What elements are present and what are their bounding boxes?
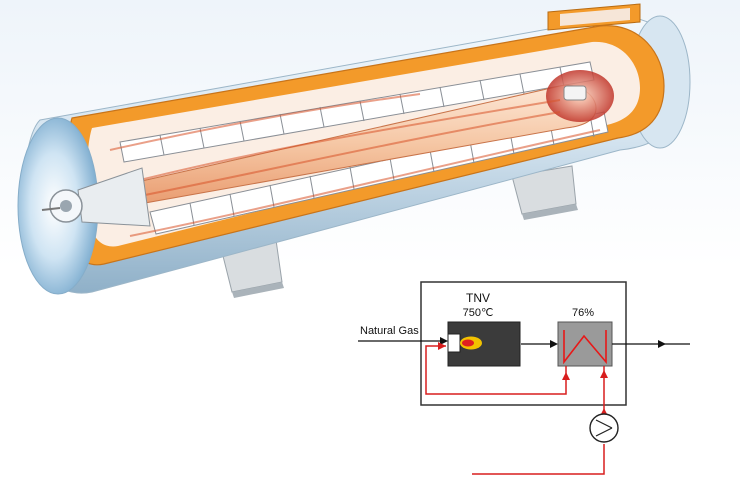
fan-icon xyxy=(589,413,619,443)
flame-icon xyxy=(460,336,482,350)
combustion-temperature: 750℃ xyxy=(463,307,494,319)
fuel-input-label: Natural Gas xyxy=(360,325,419,337)
incinerator-cutaway xyxy=(17,3,691,298)
exhaust-duct xyxy=(547,3,641,31)
unit-title: TNV xyxy=(466,291,490,305)
heat-recovery-efficiency: 76% xyxy=(572,307,594,319)
burner-icon xyxy=(41,167,151,227)
heat-exchanger-icon xyxy=(563,330,607,365)
arrow-heads xyxy=(440,337,666,348)
flow-streaks xyxy=(109,93,601,237)
process-schematic: TNV 750℃ 76% Natural Gas xyxy=(358,281,690,475)
hot-zone-nozzle xyxy=(563,85,587,101)
support-saddle-rear xyxy=(511,165,578,220)
burner-box xyxy=(447,333,461,353)
